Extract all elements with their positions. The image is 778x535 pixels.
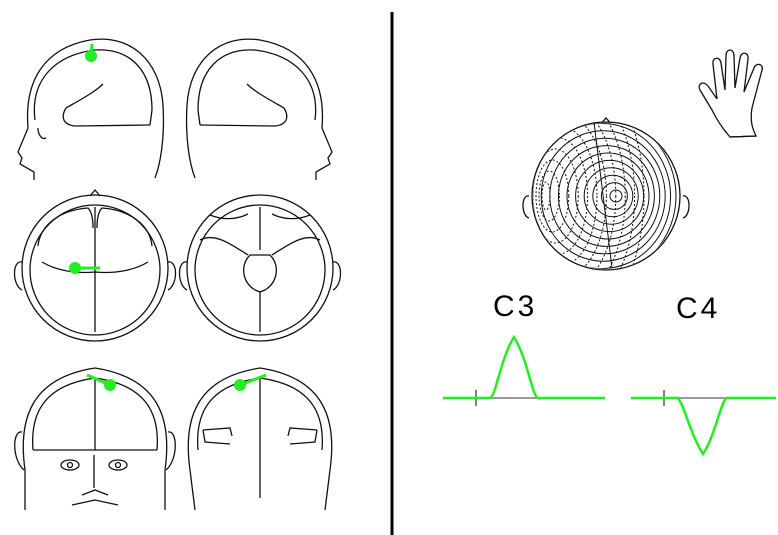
dipole-left-lateral xyxy=(85,44,97,62)
channel-label-c4: C4 xyxy=(676,292,720,326)
waveform-c3 xyxy=(443,337,605,398)
channel-label-c3: C3 xyxy=(493,290,537,324)
hand-icon xyxy=(699,50,762,137)
topomap xyxy=(507,72,689,320)
trace-c4 xyxy=(631,390,776,454)
dipole-front xyxy=(87,375,116,391)
dipole-back xyxy=(234,375,266,391)
head-bottom xyxy=(180,195,341,341)
head-right-lateral xyxy=(187,39,332,180)
head-front xyxy=(15,368,176,510)
head-top xyxy=(15,190,176,341)
waveform-c4 xyxy=(631,398,776,454)
head-back xyxy=(188,368,332,510)
trace-c3 xyxy=(443,337,605,406)
